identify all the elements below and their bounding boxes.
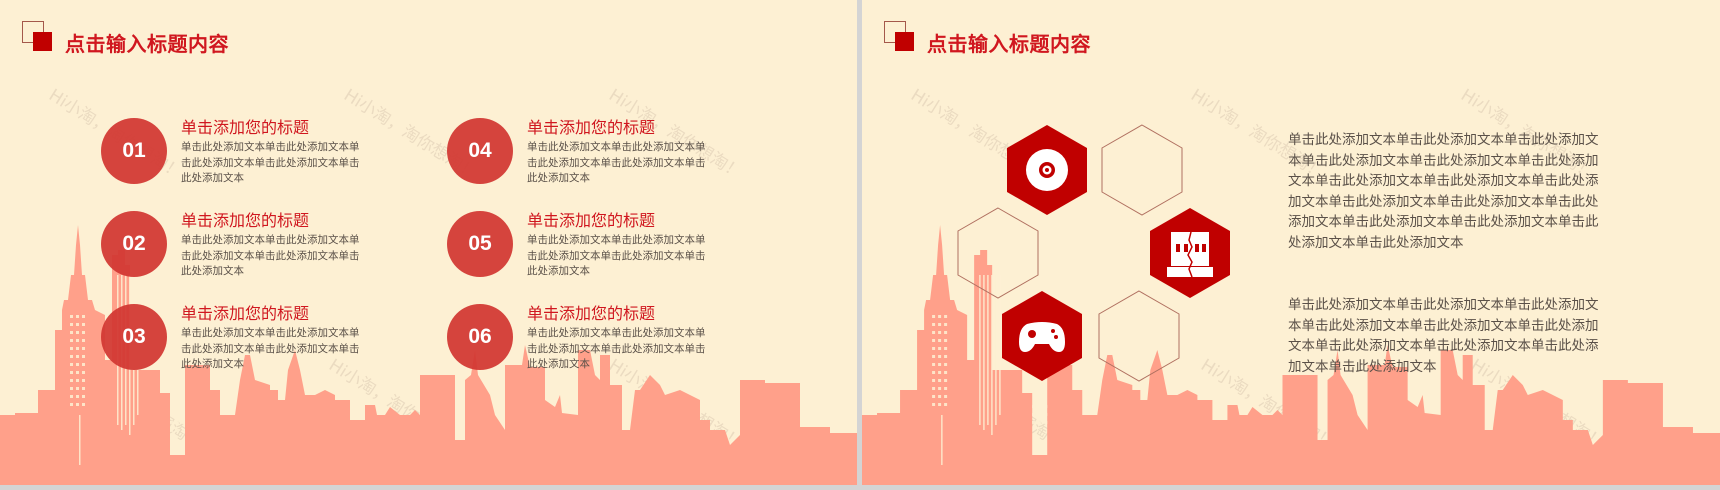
number-badge: 02 [101, 211, 167, 277]
item-text[interactable]: 单击此处添加文本单击此处添加文本单击此处添加文本单击此处添加文本单击此处添加文本 [181, 234, 360, 277]
item-text[interactable]: 单击此处添加文本单击此处添加文本单击此处添加文本单击此处添加文本单击此处添加文本 [181, 327, 360, 370]
hexagon-disc[interactable] [1006, 124, 1088, 216]
item-heading[interactable]: 单击添加您的标题 [181, 304, 310, 323]
slide-2[interactable]: 点击输入标题内容 Hi小淘，淘你想淘！ Hi小淘，淘你想淘！ Hi小淘，淘你想淘… [862, 0, 1720, 485]
number-badge: 04 [447, 118, 513, 184]
hexagon-gamepad[interactable] [1001, 290, 1083, 382]
hexagon-broken-wall[interactable] [1149, 207, 1231, 299]
disc-icon [1026, 149, 1068, 191]
title-square-icon [884, 21, 916, 53]
item-heading[interactable]: 单击添加您的标题 [527, 211, 656, 230]
number-badge: 06 [447, 304, 513, 370]
item-text[interactable]: 单击此处添加文本单击此处添加文本单击此处添加文本单击此处添加文本单击此处添加文本 [527, 234, 706, 277]
text-paragraph-2[interactable]: 单击此处添加文本单击此处添加文本单击此处添加文本单击此处添加文本单击此处添加文本… [1288, 297, 1599, 375]
gamepad-icon [1019, 322, 1065, 352]
hexagon-outline[interactable] [957, 207, 1039, 299]
hexagon-outline[interactable] [1098, 290, 1180, 382]
bottom-frame [0, 485, 1720, 490]
number-badge: 05 [447, 211, 513, 277]
number-badge: 03 [101, 304, 167, 370]
title-square-icon [22, 21, 54, 53]
text-paragraph-1[interactable]: 单击此处添加文本单击此处添加文本单击此处添加文本单击此处添加文本单击此处添加文本… [1288, 132, 1599, 251]
item-heading[interactable]: 单击添加您的标题 [527, 118, 656, 137]
hexagon-outline[interactable] [1101, 124, 1183, 216]
broken-wall-icon [1167, 231, 1213, 278]
item-heading[interactable]: 单击添加您的标题 [527, 304, 656, 323]
slide-title[interactable]: 点击输入标题内容 [65, 32, 229, 56]
item-text[interactable]: 单击此处添加文本单击此处添加文本单击此处添加文本单击此处添加文本单击此处添加文本 [181, 141, 360, 184]
number-badge: 01 [101, 118, 167, 184]
city-skyline-graphic [862, 215, 1720, 485]
item-text[interactable]: 单击此处添加文本单击此处添加文本单击此处添加文本单击此处添加文本单击此处添加文本 [527, 327, 706, 370]
slide-1[interactable]: 点击输入标题内容 Hi小淘，淘你想淘！ Hi小淘，淘你想淘！ Hi小淘，淘你想淘… [0, 0, 857, 485]
item-heading[interactable]: 单击添加您的标题 [181, 118, 310, 137]
slide-title[interactable]: 点击输入标题内容 [927, 32, 1091, 56]
item-heading[interactable]: 单击添加您的标题 [181, 211, 310, 230]
item-text[interactable]: 单击此处添加文本单击此处添加文本单击此处添加文本单击此处添加文本单击此处添加文本 [527, 141, 706, 184]
